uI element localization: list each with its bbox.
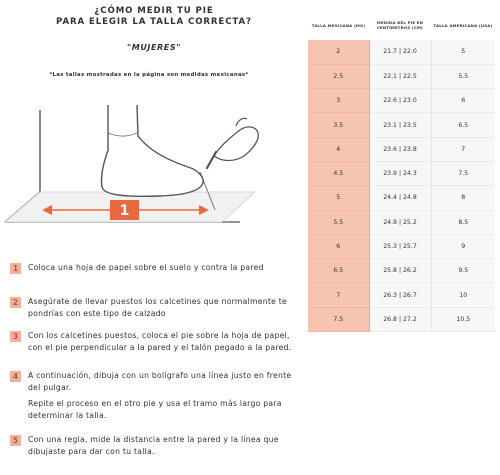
cell-mx: 3.5 <box>308 112 370 138</box>
cell-cm: 24.9 | 25.2 <box>369 210 432 235</box>
header-cm: MEDIDA DEL PIE EN CENTÍMETROS (CM) <box>376 20 424 30</box>
table-header-row: TALLA MEXICANA (MX) MEDIDA DEL PIE EN CE… <box>308 10 495 40</box>
cell-mx: 4.5 <box>308 161 370 187</box>
cell-usa: 7.5 <box>431 161 495 187</box>
step-text: Coloca una hoja de papel sobre el suelo … <box>28 263 264 272</box>
step-number: 4 <box>10 371 21 382</box>
cell-usa: 5.5 <box>431 64 495 90</box>
cell-mx: 6 <box>308 234 370 260</box>
step-number: 3 <box>10 331 21 342</box>
step-text: Con una regla, mide la distancia entre l… <box>28 435 279 456</box>
cell-cm: 23.6 | 23.8 <box>369 137 432 162</box>
cell-cm: 25.3 | 25.7 <box>369 234 432 260</box>
header-usa: TALLA AMERICANA (USA) <box>433 22 493 28</box>
cell-cm: 22.6 | 23.0 <box>369 88 432 114</box>
page-subtitle: "MUJERES" <box>126 43 182 52</box>
step-number: 5 <box>10 435 21 446</box>
size-chart-table: TALLA MEXICANA (MX) MEDIDA DEL PIE EN CE… <box>308 10 495 333</box>
step-number: 1 <box>10 263 21 274</box>
cell-usa: 9.5 <box>431 258 495 284</box>
sizes-note: *Las tallas mostradas en la página son m… <box>49 72 249 78</box>
cell-cm: 26.8 | 27.2 <box>369 307 432 333</box>
pen-icon <box>205 150 218 170</box>
step-text: Asegúrate de llevar puestos los calcetin… <box>28 297 288 318</box>
cell-cm: 22.1 | 22.5 <box>369 64 432 90</box>
sock-band <box>107 132 138 137</box>
title-line-2: PARA ELEGIR LA TALLA CORRECTA? <box>56 17 252 27</box>
step-text: A continuación, dibuja con un bolígrafo … <box>28 371 292 392</box>
cell-usa: 8 <box>431 185 495 211</box>
cell-usa: 6 <box>431 88 495 114</box>
hand-outline <box>213 126 259 162</box>
cell-usa: 6.5 <box>431 112 495 138</box>
page-title: ¿CÓMO MEDIR TU PIE PARA ELEGIR LA TALLA … <box>38 6 270 28</box>
cell-usa: 10.5 <box>431 307 495 333</box>
cell-cm: 26.3 | 26.7 <box>369 282 432 308</box>
step-text: Con los calcetines puestos, coloca el pi… <box>28 331 292 352</box>
ruler-badge-label: 1 <box>120 203 130 219</box>
title-line-1: ¿CÓMO MEDIR TU PIE <box>94 6 214 16</box>
foot-measure-illustration: 1 <box>3 104 259 223</box>
step-4-extra: Repite el proceso en el otro pie y usa e… <box>28 399 282 420</box>
cell-mx: 4 <box>308 137 370 162</box>
step-number: 2 <box>10 297 21 308</box>
cell-mx: 2.5 <box>308 64 370 90</box>
cell-usa: 8.5 <box>431 210 495 235</box>
cell-usa: 5 <box>431 40 495 65</box>
cell-mx: 5.5 <box>308 210 370 235</box>
cell-mx: 3 <box>308 88 370 114</box>
measure-arrow-right <box>199 205 209 215</box>
cell-mx: 7.5 <box>308 307 370 333</box>
cell-usa: 9 <box>431 234 495 260</box>
measure-arrow-left <box>42 205 52 215</box>
cell-cm: 23.1 | 23.5 <box>369 112 432 138</box>
cell-cm: 23.9 | 24.3 <box>369 161 432 187</box>
ruler-badge <box>110 200 139 220</box>
cell-cm: 21.7 | 22.0 <box>369 40 432 65</box>
hand-finger <box>235 117 248 127</box>
cell-mx: 7 <box>308 282 370 308</box>
cell-cm: 25.8 | 26.2 <box>369 258 432 284</box>
header-mx: TALLA MEXICANA (MX) <box>311 22 366 28</box>
cell-mx: 6.5 <box>308 258 370 284</box>
cell-mx: 5 <box>308 185 370 211</box>
cell-usa: 10 <box>431 282 495 308</box>
cell-usa: 7 <box>431 137 495 162</box>
foot-outline <box>100 104 204 198</box>
cell-cm: 24.4 | 24.8 <box>369 185 432 211</box>
cell-mx: 2 <box>308 40 370 65</box>
